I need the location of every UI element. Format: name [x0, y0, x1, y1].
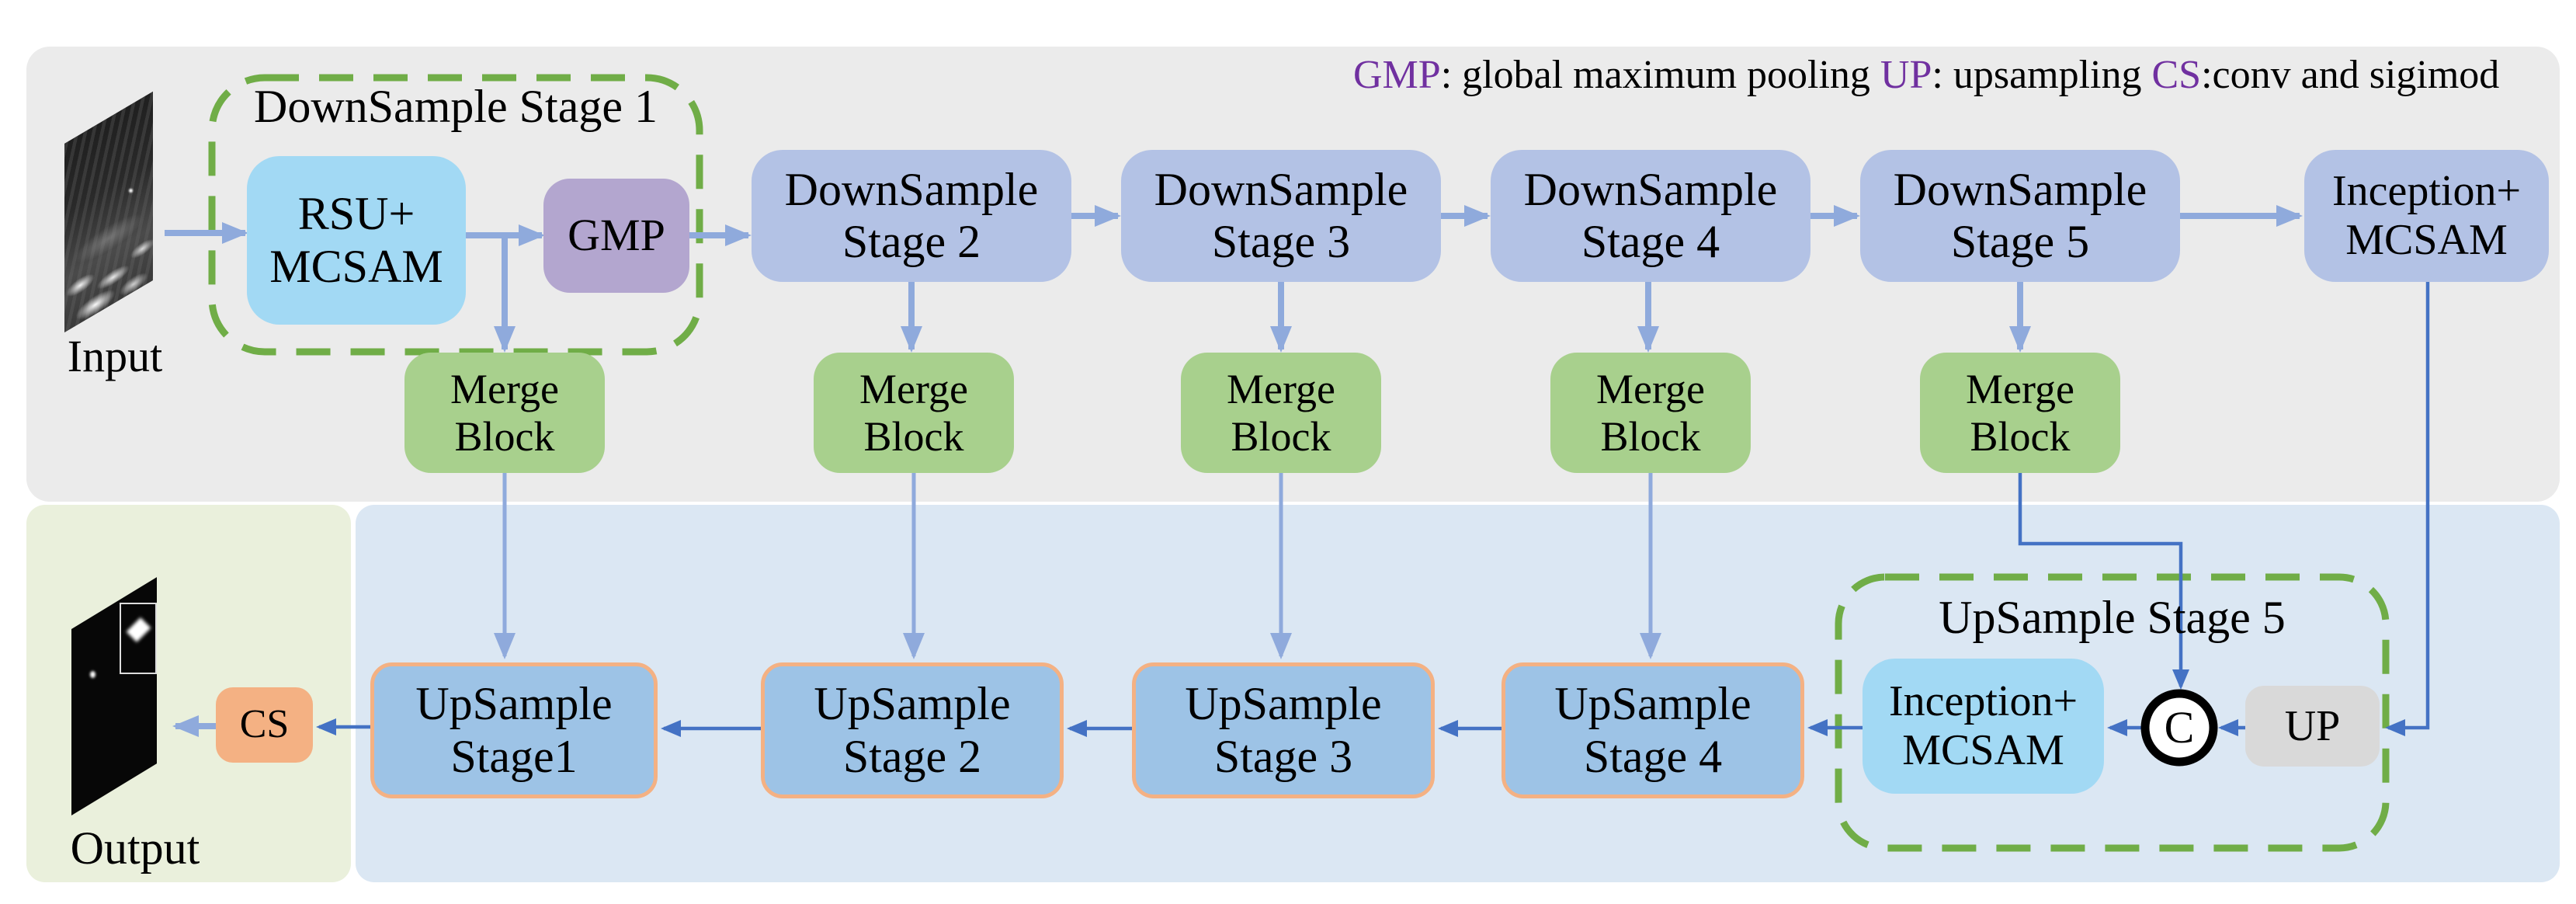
- downsample-stage4-line2: Stage 4: [1581, 216, 1720, 267]
- downsample-stage2-line1: DownSample: [784, 163, 1039, 215]
- downsample-stage4-block: DownSample Stage 4: [1491, 150, 1810, 282]
- output-detection-blob: [126, 617, 151, 642]
- upsample-stage3-block: UpSample Stage 3: [1132, 662, 1435, 798]
- concat-node-label: C: [2164, 702, 2195, 753]
- merge-block-4-line2: Block: [1600, 412, 1701, 460]
- cs-block: CS: [216, 687, 313, 763]
- rsu-mcsam-block: RSU+ MCSAM: [247, 156, 466, 325]
- merge-block-1-line2: Block: [454, 412, 555, 460]
- downsample-stage2-line2: Stage 2: [842, 216, 981, 267]
- upsample-stage4-line1: UpSample: [1554, 678, 1751, 730]
- merge-block-5-line1: Merge: [1966, 366, 2074, 413]
- merge-block-1: Merge Block: [404, 353, 605, 473]
- upsample-stage5-group-label: UpSample Stage 5: [1939, 592, 2286, 643]
- upsample-stage1-block: UpSample Stage1: [370, 662, 658, 798]
- merge-block-4: Merge Block: [1550, 353, 1751, 473]
- gmp-block: GMP: [543, 179, 689, 293]
- downsample-stage5-line1: DownSample: [1893, 163, 2147, 215]
- legend-def-up: : upsampling: [1932, 53, 2152, 97]
- upsample-stage4-line2: Stage 4: [1583, 730, 1723, 782]
- upsample-stage1-line1: UpSample: [415, 678, 613, 730]
- merge-block-5-line2: Block: [1970, 412, 2071, 460]
- merge-block-3: Merge Block: [1181, 353, 1381, 473]
- downsample-stage2-block: DownSample Stage 2: [752, 150, 1071, 282]
- merge-block-5: Merge Block: [1920, 353, 2120, 473]
- legend-def-gmp: : global maximum pooling: [1440, 53, 1880, 97]
- inception-mcsam-decoder-block: Inception+ MCSAM: [1863, 659, 2104, 794]
- output-label: Output: [70, 822, 200, 874]
- inception-encoder-line2: MCSAM: [2345, 216, 2508, 264]
- upsample-stage2-block: UpSample Stage 2: [761, 662, 1064, 798]
- inception-decoder-line1: Inception+: [1888, 677, 2078, 726]
- up-label: UP: [2284, 701, 2341, 750]
- downsample-stage3-line2: Stage 3: [1211, 216, 1351, 267]
- inception-decoder-line2: MCSAM: [1902, 726, 2064, 774]
- legend-term-up: UP: [1880, 53, 1932, 97]
- merge-block-4-line1: Merge: [1596, 366, 1705, 413]
- inception-mcsam-encoder-block: Inception+ MCSAM: [2304, 150, 2549, 282]
- downsample-stage3-line1: DownSample: [1154, 163, 1408, 215]
- legend: GMP: global maximum pooling UP: upsampli…: [1353, 53, 2499, 97]
- legend-term-gmp: GMP: [1353, 53, 1441, 97]
- input-label: Input: [67, 331, 163, 381]
- merge-block-3-line1: Merge: [1227, 366, 1335, 413]
- downsample-stage5-block: DownSample Stage 5: [1860, 150, 2180, 282]
- upsample-stage1-line2: Stage1: [450, 730, 578, 782]
- downsample-stage1-group-label: DownSample Stage 1: [254, 81, 658, 132]
- downsample-stage3-block: DownSample Stage 3: [1121, 150, 1441, 282]
- gmp-label: GMP: [568, 210, 665, 261]
- upsample-stage4-block: UpSample Stage 4: [1502, 662, 1804, 798]
- decoder-background-region: [356, 505, 2560, 882]
- legend-term-cs: CS: [2151, 53, 2202, 97]
- up-block: UP: [2245, 686, 2380, 767]
- output-small-detection-dot: [90, 671, 95, 678]
- rsu-mcsam-line1: RSU+: [297, 188, 415, 240]
- merge-block-2-line2: Block: [863, 412, 964, 460]
- input-target-dot: [129, 189, 133, 193]
- upsample-stage2-line2: Stage 2: [842, 730, 982, 782]
- downsample-stage5-line2: Stage 5: [1950, 216, 2090, 267]
- legend-def-cs: :conv and sigimod: [2201, 53, 2500, 97]
- merge-block-1-line1: Merge: [450, 366, 559, 413]
- rsu-mcsam-line2: MCSAM: [269, 240, 443, 292]
- upsample-stage3-line2: Stage 3: [1213, 730, 1353, 782]
- downsample-stage4-line1: DownSample: [1523, 163, 1778, 215]
- upsample-stage3-line1: UpSample: [1185, 678, 1382, 730]
- inception-encoder-line1: Inception+: [2331, 167, 2522, 216]
- upsample-stage2-line1: UpSample: [814, 678, 1011, 730]
- merge-block-2-line1: Merge: [859, 366, 968, 413]
- output-zoom-inset: [120, 603, 157, 674]
- merge-block-2: Merge Block: [814, 353, 1014, 473]
- cs-label: CS: [239, 702, 290, 747]
- merge-block-3-line2: Block: [1231, 412, 1331, 460]
